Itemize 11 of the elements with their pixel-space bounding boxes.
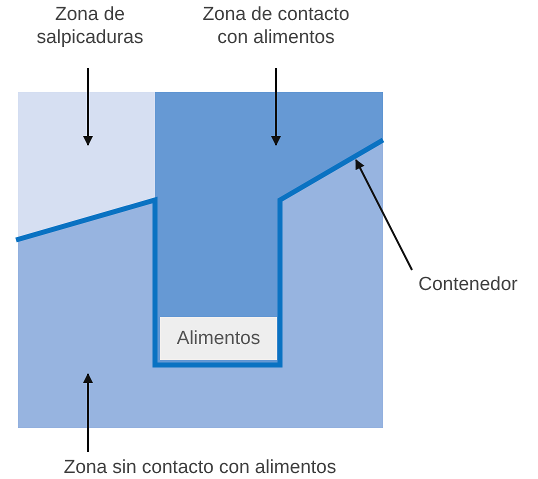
- zone-label: Zona sin contacto con alimentos: [40, 456, 360, 479]
- food-label: Alimentos: [160, 317, 277, 360]
- container-label: Contenedor: [408, 273, 528, 297]
- leader-arrow: [355, 159, 413, 270]
- leader-arrow: [83, 373, 93, 452]
- leader-arrow: [83, 68, 93, 146]
- non-contact-zone-region: [18, 140, 383, 428]
- container-outline: [14, 137, 386, 368]
- leader-arrow: [271, 68, 281, 146]
- zone-label: Zona de contacto con alimentos: [190, 3, 362, 51]
- zone-label: Zona de salpicaduras: [30, 3, 150, 51]
